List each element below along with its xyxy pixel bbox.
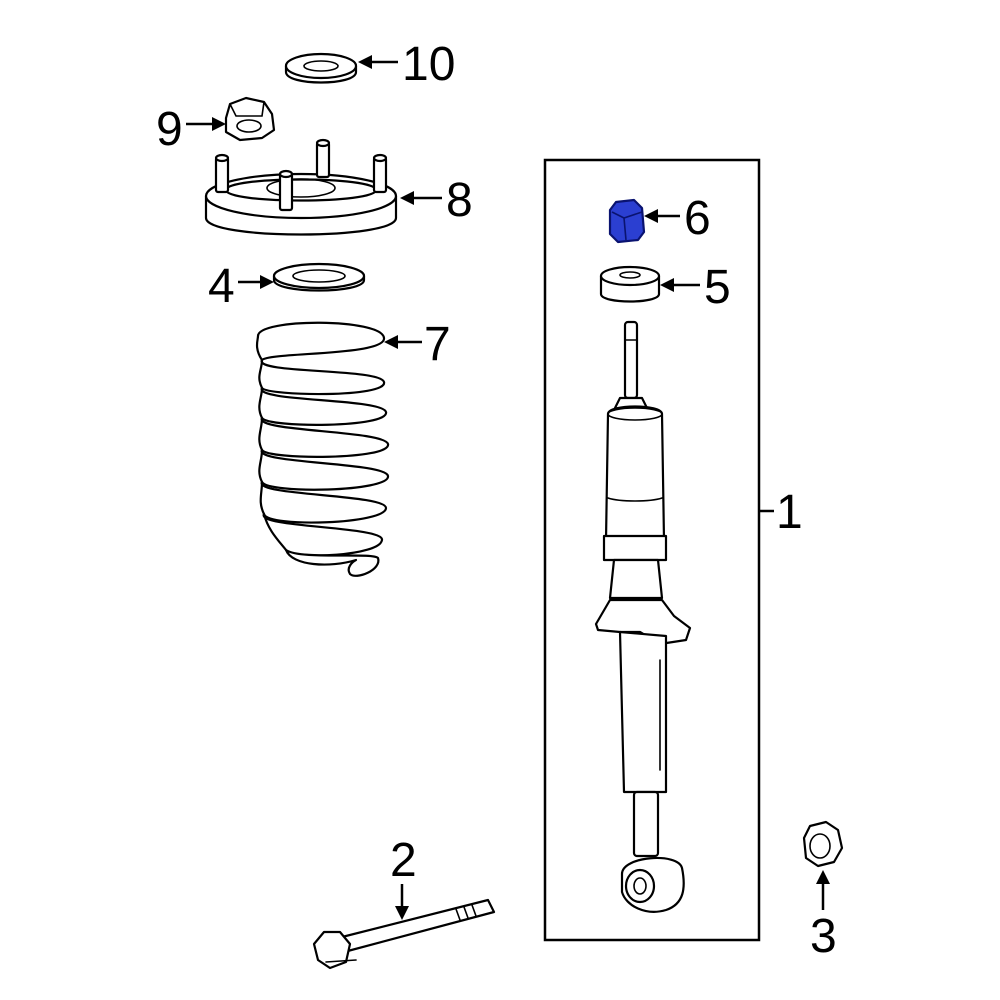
callout-2-label: 2: [390, 834, 417, 887]
part-6-nut-highlighted[interactable]: [608, 198, 646, 244]
part-2-bolt[interactable]: [312, 898, 496, 970]
callout-2: 2: [390, 834, 417, 920]
assembly-1-frame: [543, 158, 761, 942]
callout-9: 9: [156, 103, 226, 156]
callout-1: 1: [759, 486, 803, 539]
part-4-insulator[interactable]: [272, 262, 366, 292]
part-9-nut[interactable]: [224, 96, 276, 142]
part-10-upper-washer[interactable]: [284, 52, 358, 84]
callout-7: 7: [384, 318, 451, 371]
part-7-coil-spring[interactable]: [255, 321, 390, 577]
callout-4-label: 4: [208, 260, 235, 313]
part-1-shock-absorber[interactable]: [594, 320, 692, 913]
callout-8-label: 8: [446, 174, 473, 227]
callout-9-label: 9: [156, 103, 183, 156]
callout-7-label: 7: [424, 318, 451, 371]
part-8-upper-support[interactable]: [204, 138, 398, 236]
callout-6-label: 6: [684, 192, 711, 245]
callout-4: 4: [208, 260, 274, 313]
callout-5-label: 5: [704, 261, 731, 314]
part-5-bushing[interactable]: [599, 265, 661, 303]
callout-5: 5: [660, 261, 731, 314]
callout-1-label: 1: [776, 486, 803, 539]
callout-3: 3: [810, 870, 837, 963]
part-3-flange-nut[interactable]: [802, 820, 844, 868]
callout-10: 10: [358, 38, 455, 91]
callout-6: 6: [644, 192, 711, 245]
callout-8: 8: [400, 174, 473, 227]
callout-3-label: 3: [810, 910, 837, 963]
callout-10-label: 10: [402, 38, 455, 91]
